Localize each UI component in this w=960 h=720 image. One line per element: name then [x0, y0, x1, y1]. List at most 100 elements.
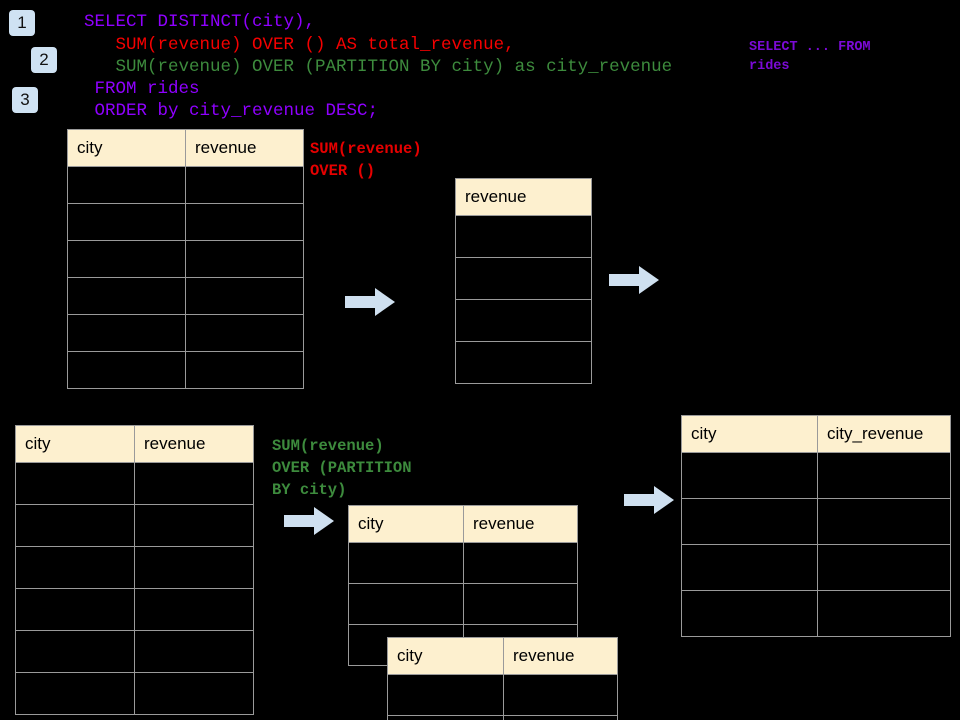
table-header-row: city revenue — [387, 637, 618, 675]
table-source-bottom: city revenue — [15, 425, 254, 715]
cell-revenue — [185, 351, 304, 389]
table-row — [15, 546, 254, 589]
cell-city — [681, 544, 818, 591]
cell-revenue — [455, 257, 592, 300]
table-row — [681, 452, 951, 499]
cell-city — [67, 203, 186, 241]
step-badge-3: 3 — [12, 87, 38, 113]
cell-revenue — [185, 314, 304, 352]
table-row — [455, 257, 592, 300]
cell-revenue — [503, 674, 618, 716]
column-header-revenue: revenue — [134, 425, 254, 463]
column-header-city: city — [15, 425, 135, 463]
table-header-row: city revenue — [348, 505, 578, 543]
table-header-row: city revenue — [67, 129, 304, 167]
column-header-city: city — [348, 505, 464, 543]
table-row — [455, 341, 592, 384]
cell-revenue — [134, 462, 254, 505]
table-partition-front: city revenue — [387, 637, 618, 720]
table-row — [67, 314, 304, 352]
cell-city — [681, 590, 818, 637]
table-row — [681, 544, 951, 591]
table-header-row: city revenue — [15, 425, 254, 463]
table-row — [15, 504, 254, 547]
cell-revenue — [134, 546, 254, 589]
cell-revenue — [134, 672, 254, 715]
arrow-source-to-total — [345, 288, 395, 321]
sql-line-from: FROM rides — [84, 79, 200, 99]
table-row — [348, 583, 578, 625]
sql-line-city-revenue: SUM(revenue) OVER (PARTITION BY city) as… — [84, 57, 673, 77]
cell-city — [67, 240, 186, 278]
cell-city — [348, 542, 464, 584]
table-row — [67, 166, 304, 204]
cell-city — [15, 504, 135, 547]
column-header-revenue: revenue — [463, 505, 578, 543]
sql-line-total-revenue: SUM(revenue) OVER () AS total_revenue, — [84, 35, 515, 55]
table-row — [15, 672, 254, 715]
cell-city — [15, 546, 135, 589]
column-header-city: city — [67, 129, 186, 167]
column-header-revenue: revenue — [185, 129, 304, 167]
column-header-city: city — [681, 415, 818, 453]
table-row — [15, 462, 254, 505]
cell-revenue — [455, 299, 592, 342]
table-total-revenue: revenue — [455, 178, 592, 384]
table-row — [67, 203, 304, 241]
annotation-city-revenue: SUM(revenue) OVER (PARTITION BY city) — [272, 437, 412, 499]
cell-city — [67, 277, 186, 315]
table-row — [15, 588, 254, 631]
column-header-city-revenue: city_revenue — [817, 415, 951, 453]
cell-revenue — [185, 277, 304, 315]
table-row — [15, 630, 254, 673]
cell-revenue — [185, 203, 304, 241]
table-row — [387, 674, 618, 716]
column-header-city: city — [387, 637, 504, 675]
cell-revenue — [463, 542, 578, 584]
cell-city — [67, 351, 186, 389]
table-row — [681, 498, 951, 545]
cell-city — [387, 715, 504, 720]
sql-line-select-distinct: SELECT DISTINCT(city), — [84, 12, 316, 32]
cell-revenue — [185, 240, 304, 278]
table-header-row: revenue — [455, 178, 592, 216]
cell-revenue — [134, 630, 254, 673]
table-row — [348, 542, 578, 584]
table-result: city city_revenue — [681, 415, 951, 637]
column-header-revenue: revenue — [503, 637, 618, 675]
table-row — [455, 299, 592, 342]
table-row — [67, 277, 304, 315]
cell-city-revenue — [817, 452, 951, 499]
annotation-total-revenue: SUM(revenue) OVER () — [310, 140, 422, 180]
cell-revenue — [134, 588, 254, 631]
cell-city — [387, 674, 504, 716]
step-badge-2: 2 — [31, 47, 57, 73]
table-source-top: city revenue — [67, 129, 304, 389]
cell-city-revenue — [817, 544, 951, 591]
table-row — [455, 215, 592, 258]
cell-revenue — [455, 215, 592, 258]
cell-city — [67, 314, 186, 352]
cell-revenue — [185, 166, 304, 204]
cell-city — [15, 630, 135, 673]
table-row — [67, 351, 304, 389]
cell-city — [15, 588, 135, 631]
arrow-source-to-partition — [284, 507, 334, 540]
table-row — [67, 240, 304, 278]
cell-revenue — [463, 583, 578, 625]
cell-city-revenue — [817, 498, 951, 545]
table-header-row: city city_revenue — [681, 415, 951, 453]
table-row — [387, 715, 618, 720]
sidenote-select-from-rides: SELECT ... FROM rides — [749, 40, 871, 74]
cell-city — [15, 672, 135, 715]
arrow-total-to-result — [609, 266, 659, 299]
cell-revenue — [503, 715, 618, 720]
column-header-revenue: revenue — [455, 178, 592, 216]
cell-city — [67, 166, 186, 204]
sql-line-order-by: ORDER by city_revenue DESC; — [84, 101, 379, 121]
cell-city — [681, 498, 818, 545]
cell-city-revenue — [817, 590, 951, 637]
cell-revenue — [134, 504, 254, 547]
arrow-partition-to-result — [624, 486, 674, 519]
